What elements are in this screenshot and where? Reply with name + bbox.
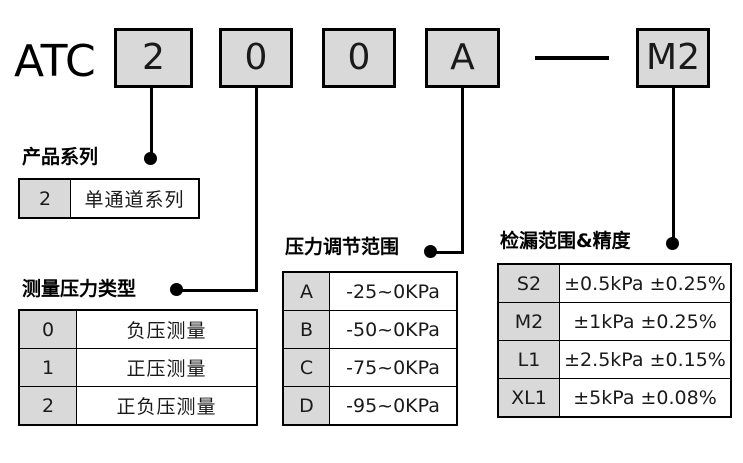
cell-key: M2 [497, 302, 560, 341]
cell-value: 单通道系列 [70, 178, 200, 219]
cell-value: -75~0KPa [329, 348, 458, 387]
connector-line-series [150, 88, 153, 160]
table-pressure-type: 0 负压测量 1 正压测量 2 正负压测量 [18, 309, 258, 426]
connector-dot-pressure-type [170, 283, 183, 296]
cell-key: B [282, 310, 330, 349]
cell-value: 负压测量 [76, 309, 258, 349]
connector-dot-series [144, 152, 157, 165]
code-separator-dash [535, 56, 609, 60]
heading-adjust-range: 压力调节范围 [285, 236, 400, 258]
table-row[interactable]: S2 ±0.5kPa ±0.25% [497, 263, 732, 303]
cell-value: -50~0KPa [329, 310, 458, 349]
code-box-leak-range[interactable]: M2 [636, 28, 710, 88]
connector-dot-adjust-range [424, 245, 437, 258]
cell-key: A [282, 271, 330, 311]
table-row[interactable]: B -50~0KPa [282, 310, 458, 349]
table-row[interactable]: L1 ±2.5kPa ±0.15% [497, 340, 732, 379]
connector-line-pressure-type-vertical [255, 88, 258, 291]
connector-line-adjust-range-horizontal [430, 251, 464, 254]
cell-key: XL1 [497, 378, 560, 418]
cell-value: -25~0KPa [329, 271, 458, 311]
cell-key: 2 [18, 386, 77, 426]
table-leak-range: S2 ±0.5kPa ±0.25% M2 ±1kPa ±0.25% L1 ±2.… [497, 263, 732, 418]
heading-product-series: 产品系列 [22, 146, 99, 168]
cell-key: L1 [497, 340, 560, 379]
cell-key: 2 [18, 178, 71, 219]
cell-value: 正压测量 [76, 348, 258, 387]
table-row[interactable]: 2 单通道系列 [18, 178, 200, 219]
table-row[interactable]: C -75~0KPa [282, 348, 458, 387]
table-product-series: 2 单通道系列 [18, 178, 200, 219]
table-row[interactable]: 1 正压测量 [18, 348, 258, 387]
code-box-series[interactable]: 2 [114, 28, 193, 88]
table-row[interactable]: 0 负压测量 [18, 309, 258, 349]
cell-value: ±2.5kPa ±0.15% [559, 340, 732, 379]
cell-value: 正负压测量 [76, 386, 258, 426]
heading-pressure-type: 测量压力类型 [22, 278, 137, 300]
code-box-spare[interactable]: 0 [322, 28, 396, 88]
cell-key: S2 [497, 263, 560, 303]
cell-key: 0 [18, 309, 77, 349]
code-box-adjust-range[interactable]: A [425, 28, 500, 88]
table-row[interactable]: 2 正负压测量 [18, 386, 258, 426]
cell-value: ±5kPa ±0.08% [559, 378, 732, 418]
cell-key: D [282, 386, 330, 426]
connector-dot-leak-range [666, 237, 679, 250]
connector-line-adjust-range-vertical [461, 88, 464, 253]
connector-line-pressure-type-horizontal [176, 289, 258, 292]
table-row[interactable]: M2 ±1kPa ±0.25% [497, 302, 732, 341]
cell-value: -95~0KPa [329, 386, 458, 426]
cell-key: C [282, 348, 330, 387]
cell-key: 1 [18, 348, 77, 387]
heading-leak-range: 检漏范围&精度 [500, 230, 631, 252]
cell-value: ±1kPa ±0.25% [559, 302, 732, 341]
brand-label: ATC [14, 36, 96, 87]
connector-line-leak-range [672, 88, 675, 244]
cell-value: ±0.5kPa ±0.25% [559, 263, 732, 303]
table-row[interactable]: D -95~0KPa [282, 386, 458, 426]
table-adjust-range: A -25~0KPa B -50~0KPa C -75~0KPa D -95~0… [282, 271, 458, 426]
table-row[interactable]: XL1 ±5kPa ±0.08% [497, 378, 732, 418]
table-row[interactable]: A -25~0KPa [282, 271, 458, 311]
code-box-pressure-type[interactable]: 0 [219, 28, 293, 88]
